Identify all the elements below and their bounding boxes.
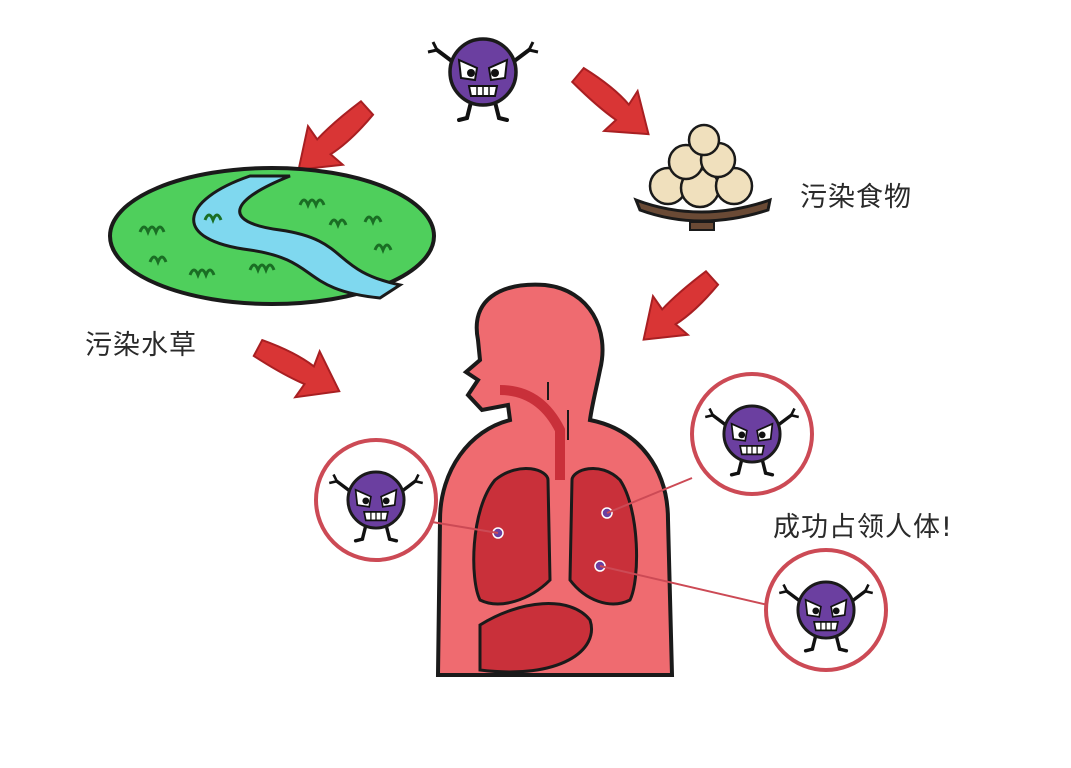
contaminated-grass-label: 污染水草 [85, 330, 197, 361]
arrow-icon [244, 324, 353, 416]
food-plate-icon [633, 123, 772, 231]
grass-water-icon [108, 166, 436, 306]
occupy-body-label: 成功占领人体! [773, 512, 953, 543]
arrow-icon [625, 257, 731, 360]
lung-icon [472, 466, 639, 674]
germ-circle [690, 372, 814, 496]
germ-circle [764, 548, 888, 672]
germ-icon [426, 37, 540, 122]
arrow-icon [560, 54, 667, 156]
contaminated-food-label: 污染食物 [800, 182, 912, 213]
germ-circle [314, 438, 438, 562]
